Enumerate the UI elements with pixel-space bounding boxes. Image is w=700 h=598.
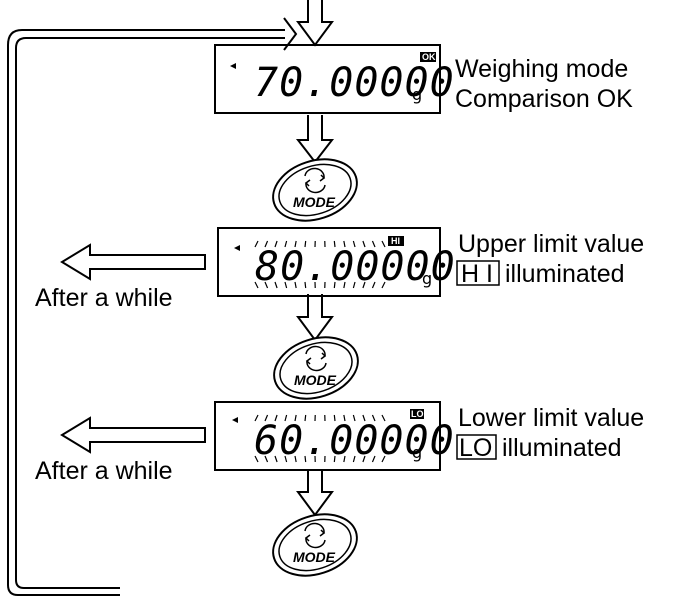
after-while-label-2: After a while [35,457,173,485]
mode-key-3[interactable]: MODE [265,504,365,586]
mode-key-label: MODE [294,372,337,388]
unit-label: g [412,443,422,462]
caption-upper-limit: Upper limit value H I illuminated [456,230,644,288]
cycle-icon [304,522,326,549]
lcd-frame [217,227,441,297]
mode-key-1[interactable]: MODE [265,149,365,231]
mode-key-label: MODE [293,194,336,210]
hi-badge-text: HI [391,236,400,246]
hi-boxed-indicator [456,260,500,286]
left-arrow-2 [60,416,206,454]
lcd-frame [214,401,441,471]
lo-badge [410,409,424,419]
caption-weighing: Weighing mode Comparison OK [455,55,633,113]
lower-limit-value: 60.00000 [254,418,455,464]
flashing-indicator-icon [254,414,386,463]
down-arrow-1 [295,115,335,164]
ok-badge [420,52,436,62]
caption-line-1: Weighing mode [455,55,628,83]
stable-indicator-icon [234,245,240,251]
caption-line-1: Lower limit value [458,404,644,432]
cycle-icon [304,167,326,194]
after-while-label-1: After a while [35,284,173,312]
cycle-icon [305,345,327,372]
hi-boxed-text: H I [461,260,493,288]
unit-label: g [422,269,432,288]
mode-key-label: MODE [293,549,336,565]
stable-indicator-icon [230,63,236,69]
display-lower-limit: LO 60.00000 g [214,401,455,471]
stable-indicator-icon [232,417,238,423]
mode-key-2[interactable]: MODE [266,327,366,409]
lo-boxed-text: LO [459,434,492,462]
caption-line-2: illuminated [505,260,625,288]
display-upper-limit: HI 80.00000 g [217,227,455,297]
ok-badge-text: OK [422,52,436,62]
lcd-frame [214,44,441,114]
flashing-indicator-icon [254,240,386,289]
weight-value: 70.00000 [254,60,455,106]
caption-line-2: Comparison OK [455,85,633,113]
lo-badge-text: LO [411,409,424,419]
hi-badge [388,236,404,246]
down-arrow-2 [296,294,334,342]
caption-line-1: Upper limit value [458,230,644,258]
display-weighing: OK 70.00000 g [214,44,455,114]
lo-boxed-indicator [456,434,497,460]
left-arrow-1 [60,243,206,281]
down-arrow-top [296,0,334,47]
down-arrow-3 [296,470,334,517]
caption-lower-limit: Lower limit value LO illuminated [456,404,644,462]
caption-line-2: illuminated [502,434,622,462]
unit-label: g [412,85,422,104]
